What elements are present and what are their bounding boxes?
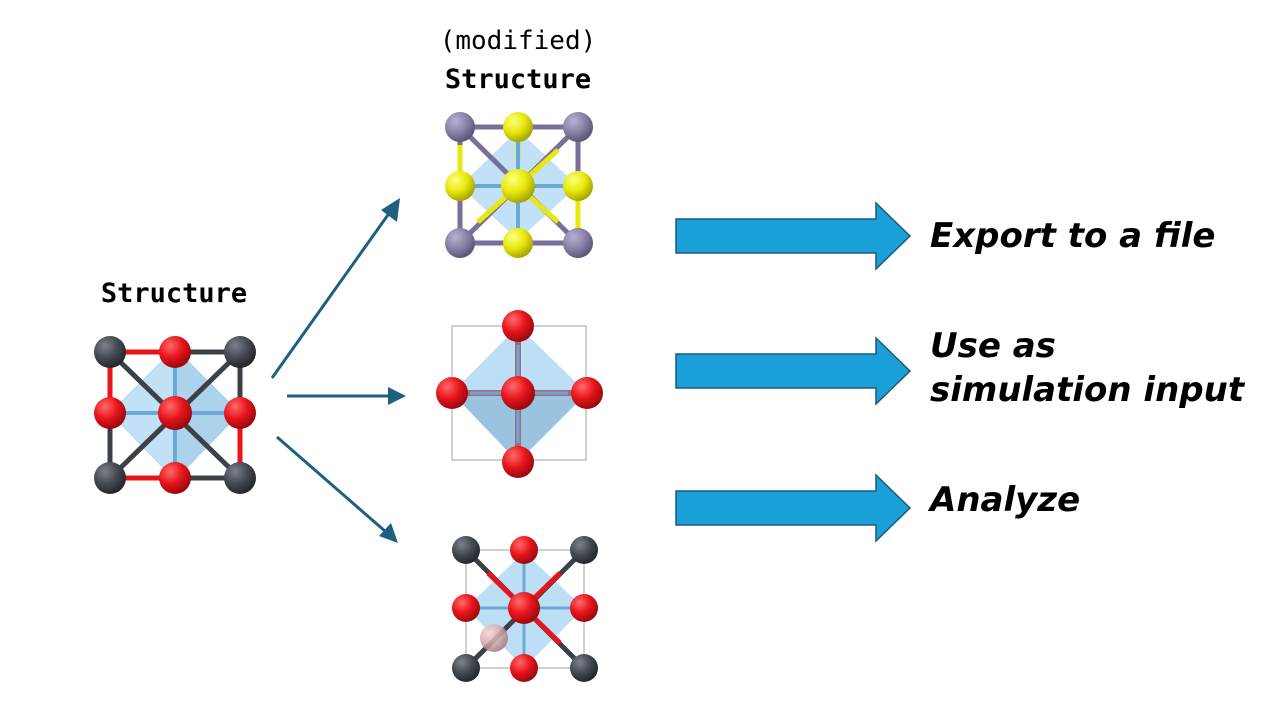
modified-prefix-label: (modified) [439, 26, 597, 56]
action-export-label: Export to a file [930, 216, 1216, 256]
crystal-structure-substituted [445, 112, 593, 258]
flow-arrow-middle [287, 387, 406, 405]
action-simulation-label-line1: Use as [930, 326, 1056, 366]
crystal-structure-octahedron [436, 310, 603, 478]
action-arrow-export [675, 201, 912, 271]
source-structure-label: Structure [100, 278, 248, 309]
action-analyze-label: Analyze [930, 480, 1081, 520]
crystal-structure-defect [452, 536, 598, 682]
flow-arrow-down [276, 435, 398, 543]
action-simulation-label-line2: simulation input [930, 370, 1245, 410]
action-arrow-simulation [675, 336, 912, 406]
flow-arrow-up [270, 198, 400, 379]
action-arrow-analyze [675, 473, 912, 543]
modified-structure-label: Structure [444, 64, 592, 95]
crystal-structure-source [94, 336, 256, 494]
